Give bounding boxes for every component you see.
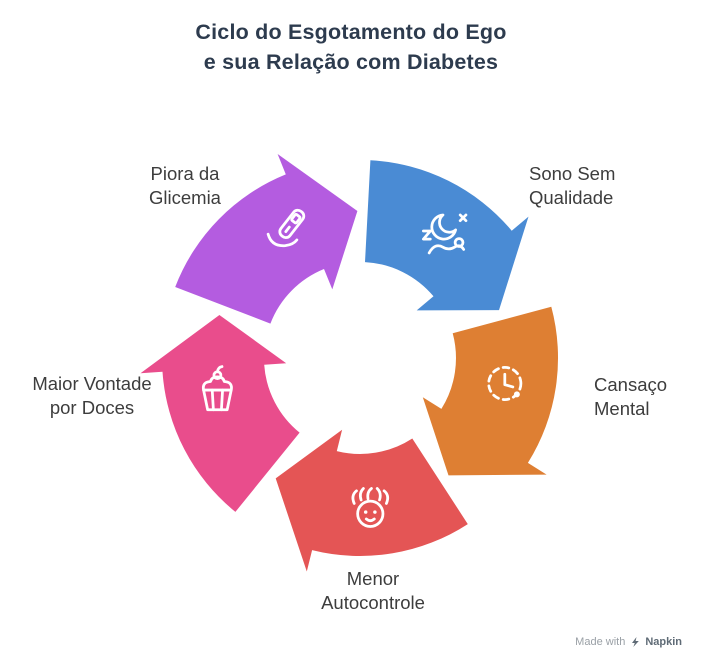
label-cansaco-mental: Cansaço Mental <box>594 374 668 420</box>
clock-icon <box>487 366 523 401</box>
label-maior-vontade-doces: Maior Vontade por Doces <box>32 373 152 419</box>
segment-piora-da-glicemia-arrow <box>175 154 358 324</box>
napkin-logo-icon <box>632 637 640 647</box>
stressed-face-icon <box>351 487 390 528</box>
segment-sono-sem-qualidade-arrow <box>365 160 529 311</box>
label-menor-autocontrole: Menor Autocontrole <box>321 568 425 614</box>
label-piora-da-glicemia: Piora da Glicemia <box>149 163 221 209</box>
watermark: Made with Napkin <box>575 636 682 648</box>
glucometer-icon <box>266 208 306 248</box>
segment-maior-vontade-doces-arrow <box>140 315 300 512</box>
sleep-icon <box>422 213 468 255</box>
cupcake-icon <box>201 365 233 412</box>
diagram-title: Ciclo do Esgotamento do Ego e sua Relaçã… <box>195 20 507 74</box>
watermark-brand: Napkin <box>645 636 682 648</box>
watermark-prefix: Made with <box>575 636 626 648</box>
label-sono-sem-qualidade: Sono Sem Qualidade <box>529 163 616 209</box>
